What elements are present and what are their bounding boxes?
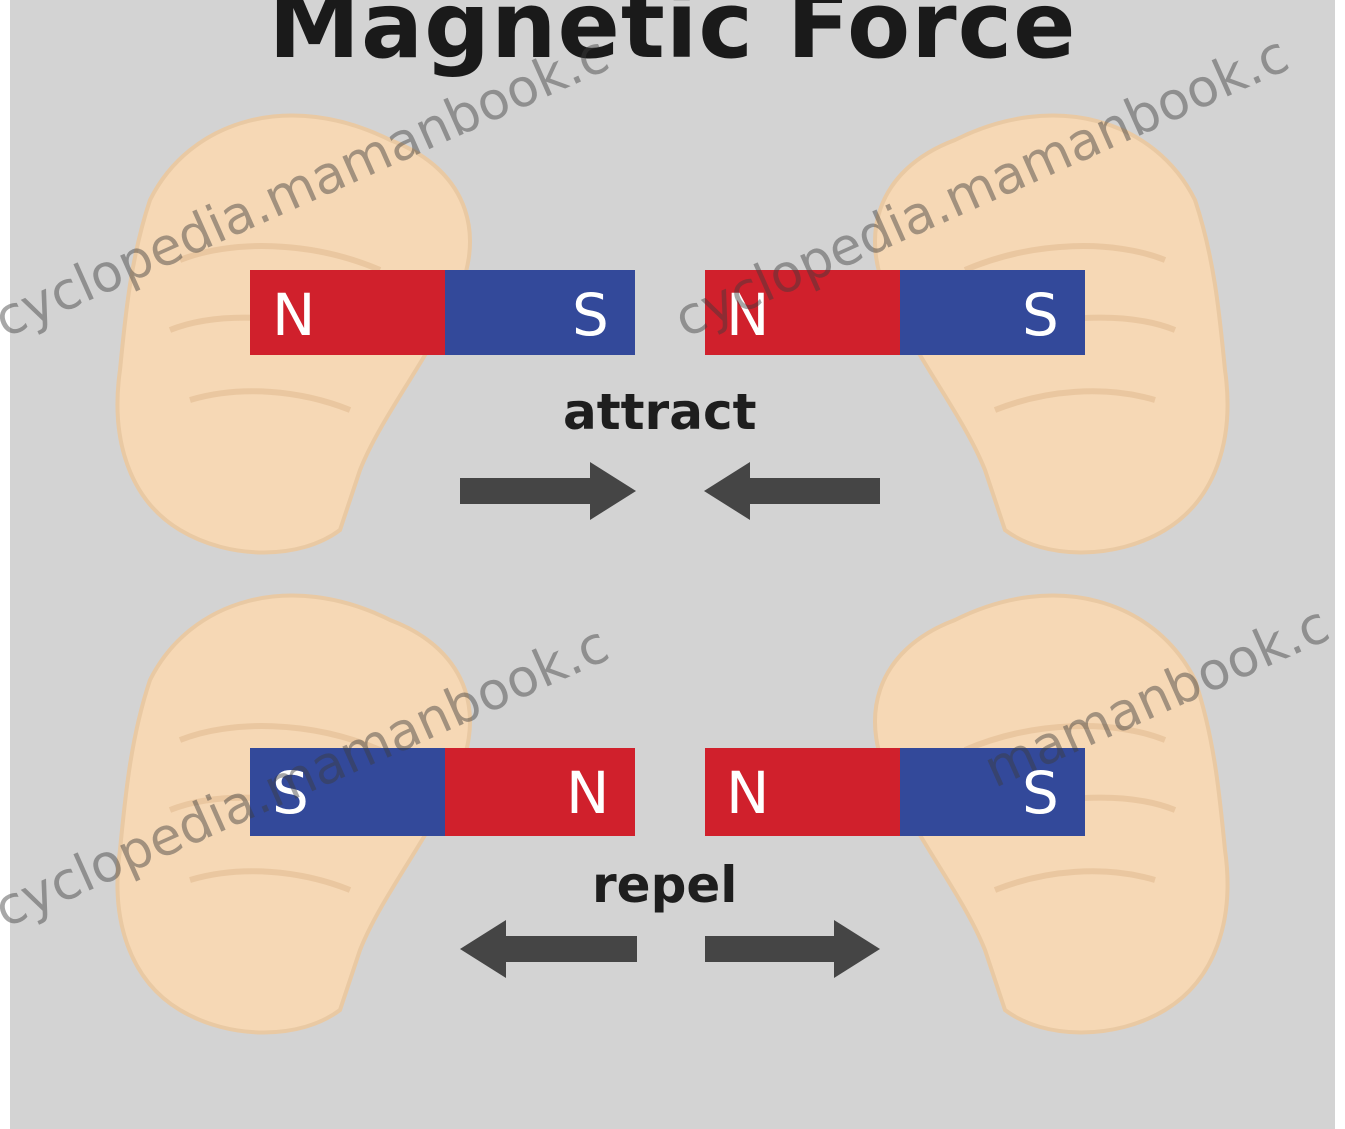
magnet-attract-right — [705, 270, 1085, 355]
right-margin — [1335, 0, 1345, 1129]
diagram-title: Magnetic Force — [268, 0, 1077, 79]
magnet-north-half — [705, 748, 900, 836]
caption-attract: attract — [563, 383, 757, 441]
magnet-repel-left — [250, 748, 635, 836]
pole-label-s: S — [1022, 281, 1059, 349]
arrow-repel-left — [460, 920, 637, 978]
pole-label-n: N — [726, 759, 770, 827]
magnet-north-half — [705, 270, 900, 355]
pole-label-s: S — [272, 759, 309, 827]
caption-repel: repel — [592, 856, 738, 914]
magnet-north-half — [445, 748, 635, 836]
pole-label-s: S — [572, 281, 609, 349]
arrow-repel-right — [705, 920, 880, 978]
magnet-north-half — [250, 270, 445, 355]
magnet-south-half — [900, 270, 1085, 355]
pole-label-s: S — [1022, 759, 1059, 827]
magnet-south-half — [250, 748, 445, 836]
pole-label-n: N — [726, 281, 770, 349]
magnet-south-half — [900, 748, 1085, 836]
pole-label-n: N — [566, 759, 610, 827]
pole-label-n: N — [272, 281, 316, 349]
magnet-attract-left — [250, 270, 635, 355]
arrow-attract-right — [460, 462, 636, 520]
arrow-attract-left — [704, 462, 880, 520]
magnet-repel-right — [705, 748, 1085, 836]
magnet-south-half — [445, 270, 635, 355]
